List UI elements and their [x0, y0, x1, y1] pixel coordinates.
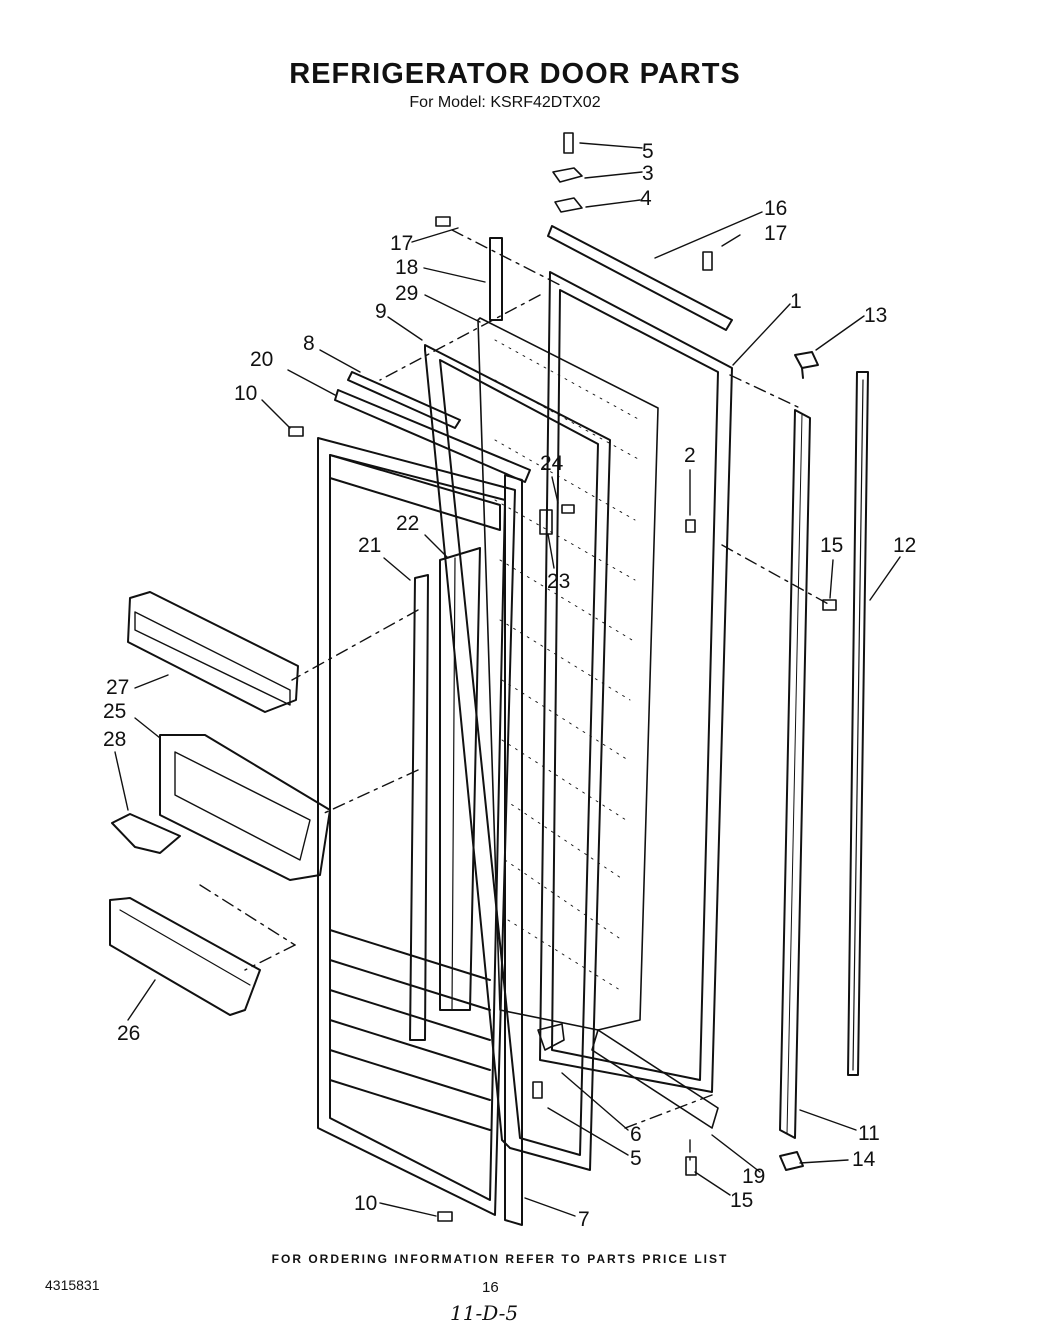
part-14-hinge-cap: [779, 1151, 804, 1171]
callout-3: 3: [642, 162, 654, 185]
callout-5-bottom: 5: [630, 1147, 642, 1170]
callout-16: 16: [764, 197, 787, 220]
page-title: REFRIGERATOR DOOR PARTS: [289, 58, 741, 90]
part-28-tray: [111, 813, 181, 854]
callout-26: 26: [117, 1022, 140, 1045]
part-27-door-bin: [127, 591, 299, 713]
document-number: 4315831: [45, 1277, 100, 1293]
callout-11: 11: [858, 1122, 880, 1145]
callout-5-top: 5: [642, 140, 654, 163]
page-number: 16: [482, 1279, 499, 1296]
callout-18: 18: [395, 256, 418, 279]
leader-lines: [114, 142, 901, 1217]
callout-4: 4: [640, 187, 652, 210]
part-25-door-bin: [159, 734, 331, 881]
callout-8: 8: [303, 332, 315, 355]
part-21-rail: [409, 574, 429, 1041]
callout-22: 22: [396, 512, 419, 535]
part-9-gasket-frame: [424, 344, 611, 1171]
callout-15-right: 15: [820, 534, 843, 557]
handwritten-note: 11-D-5: [450, 1301, 519, 1325]
part-11-door-trim: [779, 409, 811, 1139]
callout-15-bottom: 15: [730, 1189, 753, 1212]
alignment-lines: [199, 229, 831, 1161]
part-8-top-strip: [347, 371, 461, 429]
callout-25: 25: [103, 700, 126, 723]
callout-10-bottom: 10: [354, 1192, 377, 1215]
part-13-hinge-cap: [794, 351, 819, 379]
part-7-edge-strip: [504, 474, 523, 1226]
callout-1: 1: [790, 290, 802, 313]
callout-20: 20: [250, 348, 273, 371]
callout-labels: 5 3 4 16 17 17 18 29 1 13 9 8 20 10 2 24…: [103, 140, 916, 1231]
callout-21: 21: [358, 534, 381, 557]
callout-7: 7: [578, 1208, 590, 1231]
callout-10-top: 10: [234, 382, 257, 405]
callout-28: 28: [103, 728, 126, 751]
callout-23: 23: [547, 570, 570, 593]
callout-24: 24: [540, 452, 564, 475]
callout-17-left: 17: [390, 232, 413, 255]
part-16-hinge-bracket: [547, 225, 733, 331]
model-subtitle: For Model: KSRF42DTX02: [409, 94, 601, 111]
callout-12: 12: [893, 534, 916, 557]
callout-19: 19: [742, 1165, 765, 1188]
part-26-bin-front: [109, 897, 261, 1016]
callout-2: 2: [684, 444, 696, 467]
callout-6: 6: [630, 1123, 642, 1146]
screws-and-clips: [288, 132, 837, 1222]
part-1-door-frame: [539, 271, 733, 1093]
part-22-rail: [439, 547, 481, 1011]
part-18-trim-strip: [489, 237, 503, 321]
callout-17-right: 17: [764, 222, 787, 245]
part-12-gasket-strip: [847, 371, 869, 1076]
part-20-shelf-retainer: [334, 389, 531, 483]
callout-29: 29: [395, 282, 418, 305]
ordering-footer: FOR ORDERING INFORMATION REFER TO PARTS …: [271, 1252, 729, 1266]
callout-9: 9: [375, 300, 387, 323]
callout-27: 27: [106, 676, 129, 699]
callout-13: 13: [864, 304, 887, 327]
callout-14: 14: [852, 1148, 876, 1171]
